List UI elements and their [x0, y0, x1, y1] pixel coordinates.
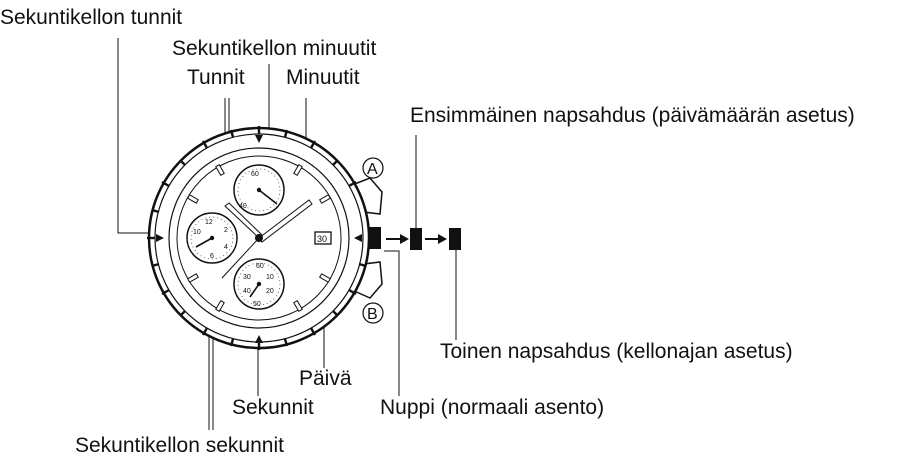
- label-chrono-hours: Sekuntikellon tunnit: [0, 6, 182, 29]
- leader-crown: [384, 250, 400, 396]
- arrow-icon: [400, 234, 409, 244]
- svg-text:2: 2: [224, 227, 228, 234]
- label-chrono-seconds: Sekuntikellon sekunnit: [75, 434, 284, 457]
- label-chrono-minutes: Sekuntikellon minuutit: [172, 37, 376, 60]
- svg-text:40: 40: [243, 288, 251, 295]
- svg-text:10: 10: [193, 229, 201, 236]
- bezel-marks: [147, 126, 367, 350]
- label-date: Päivä: [299, 367, 352, 390]
- svg-text:B: B: [367, 306, 378, 323]
- subdial-top-hand: [258, 189, 278, 205]
- label-crown: Nuppi (normaali asento): [380, 396, 604, 419]
- dial-ring: [168, 147, 350, 329]
- svg-text:12: 12: [205, 219, 213, 226]
- svg-text:50: 50: [253, 301, 261, 308]
- arrow-icon: [438, 234, 447, 244]
- marker-9: [156, 234, 164, 242]
- marker-6: [255, 335, 263, 343]
- center-pin: [255, 234, 263, 242]
- subdial-chrono-minutes: 60 40: [233, 164, 285, 216]
- svg-text:30: 30: [243, 274, 251, 281]
- crown-positions: [386, 228, 461, 250]
- subdial-bottom-hand: [249, 283, 260, 298]
- button-a: A: [362, 157, 384, 179]
- marker-12: [255, 135, 263, 143]
- subdial-seconds: 60 30 10 40 20 50: [233, 258, 285, 310]
- hour-indices: [186, 163, 332, 313]
- dial-inner: [176, 155, 342, 321]
- subdial-chrono-hours: 12 10 2 4 6: [186, 212, 238, 264]
- svg-text:60: 60: [251, 171, 259, 178]
- crown-first-click-icon: [410, 228, 422, 250]
- svg-text:6: 6: [210, 253, 214, 260]
- crown-icon: [369, 227, 381, 249]
- label-second-click: Toinen napsahdus (kellonajan asetus): [440, 340, 793, 363]
- date-window: [314, 231, 332, 245]
- label-first-click: Ensimmäinen napsahdus (päivämäärän asetu…: [410, 104, 855, 127]
- label-hours: Tunnit: [187, 66, 245, 89]
- svg-text:4: 4: [224, 244, 228, 251]
- label-seconds: Sekunnit: [232, 396, 314, 419]
- date-window-value: 30: [317, 234, 327, 244]
- button-b: B: [362, 302, 384, 324]
- svg-text:10: 10: [266, 274, 274, 281]
- subdial-left-hand: [195, 237, 213, 248]
- crown-second-click-icon: [449, 228, 461, 250]
- svg-text:A: A: [367, 161, 378, 178]
- svg-text:20: 20: [266, 288, 274, 295]
- chrono-seconds-hand: [221, 237, 260, 279]
- marker-3: [354, 234, 362, 242]
- svg-text:60: 60: [256, 263, 264, 270]
- label-minutes: Minuutit: [286, 66, 360, 89]
- watch-case: 60 40 12 10 2 4 6 60 30 10 40 20 50: [147, 126, 384, 350]
- svg-text:40: 40: [239, 203, 247, 210]
